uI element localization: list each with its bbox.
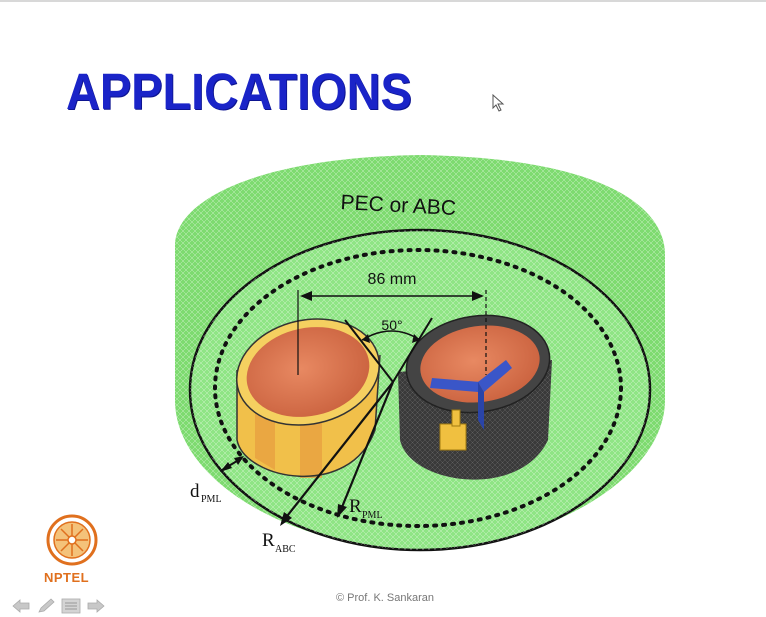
mouse-cursor-icon xyxy=(492,94,505,112)
pen-icon[interactable] xyxy=(35,598,57,614)
r-abc-label: R ABC xyxy=(262,530,296,555)
svg-text:R: R xyxy=(262,530,275,551)
prev-arrow-icon[interactable] xyxy=(10,598,32,614)
menu-icon[interactable] xyxy=(60,598,82,614)
d-pml-label: d PML xyxy=(190,481,222,505)
svg-text:R: R xyxy=(349,496,362,517)
svg-text:ABC: ABC xyxy=(275,544,296,555)
svg-text:d: d xyxy=(190,481,200,502)
pml-boundary xyxy=(213,248,623,528)
r-pml-label: R PML xyxy=(349,496,383,521)
right-cylinder xyxy=(398,314,552,480)
angle-50: 50° xyxy=(344,317,433,383)
spacing-label: 86 mm xyxy=(368,271,417,288)
copyright-footer: © Prof. K. Sankaran xyxy=(336,592,434,604)
next-arrow-icon[interactable] xyxy=(85,598,107,614)
slide-nav xyxy=(10,598,107,614)
angle-label: 50° xyxy=(381,317,402,333)
svg-text:PML: PML xyxy=(362,510,383,521)
slide-title: APPLICATIONS xyxy=(66,63,412,120)
nptel-logo-text: NPTEL xyxy=(44,570,90,585)
svg-text:PML: PML xyxy=(201,494,222,505)
nptel-logo xyxy=(46,514,98,566)
radius-lines xyxy=(220,381,395,526)
dimension-86mm: 86 mm xyxy=(297,271,487,375)
top-rule xyxy=(0,0,766,2)
left-cylinder xyxy=(235,318,381,478)
